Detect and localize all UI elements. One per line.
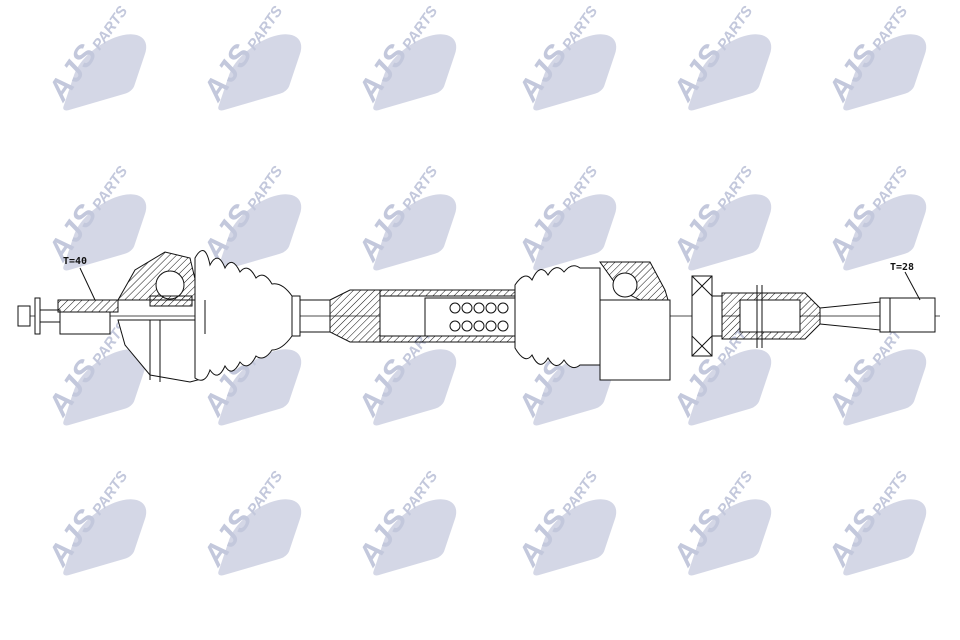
main-shaft: [300, 299, 330, 333]
leader-left: [79, 267, 96, 301]
inner-cv-joint: [599, 261, 671, 381]
left-boot: [194, 250, 301, 381]
outer-cv-joint: [117, 251, 206, 383]
right-boot: [514, 265, 601, 369]
right-stub-axle: [711, 285, 936, 348]
left-spline-stub: [57, 299, 119, 335]
left-spline-label: T=40: [63, 256, 88, 267]
bearing-balls: [449, 302, 509, 332]
left-bolt: [17, 297, 61, 335]
leader-right: [904, 271, 921, 301]
right-spline-label: T=28: [890, 262, 915, 273]
hex-nut: [691, 275, 713, 357]
tripod-housing: [329, 289, 541, 343]
